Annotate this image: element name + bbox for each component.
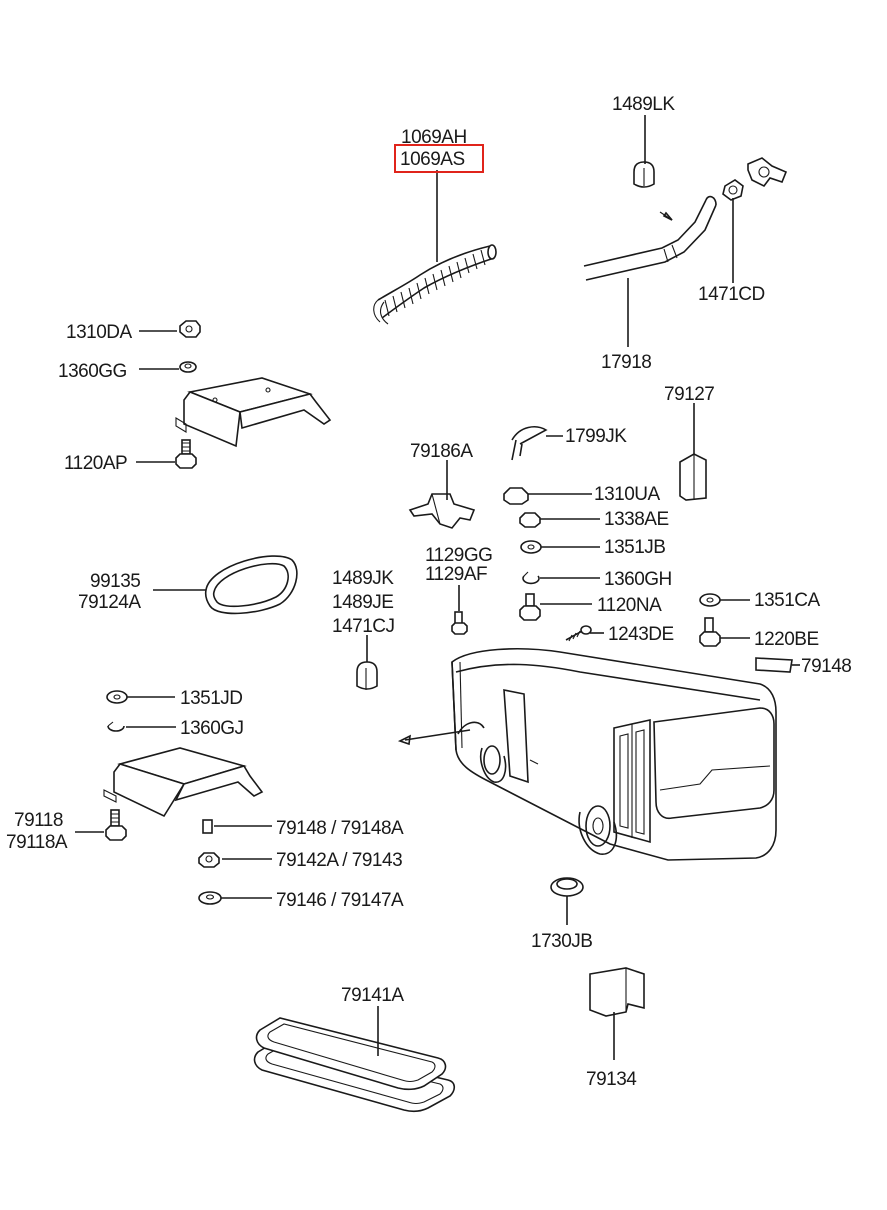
nut-1310DA <box>179 320 201 338</box>
lockwasher-1360GJ <box>107 721 125 732</box>
pipe-part <box>583 195 717 281</box>
label-1489JE: 1489JE <box>332 592 393 613</box>
label-1799JK: 1799JK <box>565 426 627 447</box>
label-79146-79147A: 79146 / 79147A <box>276 890 404 911</box>
label-1310DA: 1310DA <box>66 322 132 343</box>
plate-79148 <box>755 657 793 673</box>
label-1129AF: 1129AF <box>425 564 487 585</box>
screw-1243DE <box>565 625 592 642</box>
highlight-box-1069AS <box>394 144 484 173</box>
label-1310UA: 1310UA <box>594 484 660 505</box>
label-79124A: 79124A <box>78 592 141 613</box>
bolt-79118 <box>105 809 127 841</box>
nut-1310UA <box>503 487 529 505</box>
label-1360GH: 1360GH <box>604 569 672 590</box>
gasket-79141A <box>253 1017 456 1113</box>
washer-79146 <box>198 891 222 905</box>
label-1129GG: 1129GG <box>425 545 492 566</box>
hose-clamp-1489LK <box>633 161 655 188</box>
label-1338AE: 1338AE <box>604 509 669 530</box>
label-17918: 17918 <box>601 352 651 373</box>
bracket-79186A <box>408 493 476 529</box>
washer-1351JD <box>106 690 128 704</box>
bolt-1220BE <box>699 617 721 647</box>
bus-illustration <box>397 648 777 861</box>
label-1489LK: 1489LK <box>612 94 675 115</box>
label-79186A: 79186A <box>410 441 473 462</box>
label-79118: 79118 <box>14 810 63 831</box>
bolt-1129GG <box>451 611 468 635</box>
nut-1338AE <box>519 512 541 528</box>
grommet-1730JB <box>550 877 584 897</box>
label-1360GJ: 1360GJ <box>180 718 244 739</box>
label-79148: 79148 <box>801 656 851 677</box>
label-79148-79148A: 79148 / 79148A <box>276 818 404 839</box>
label-79141A: 79141A <box>341 985 404 1006</box>
mount-bracket-upper <box>175 377 332 448</box>
label-1360GG: 1360GG <box>58 361 127 382</box>
pin-79148 <box>202 819 213 834</box>
label-99135: 99135 <box>90 571 140 592</box>
belt-99135 <box>204 555 298 615</box>
bolt-1120NA <box>519 593 541 621</box>
washer-1360GG <box>179 361 197 373</box>
cover-79127 <box>679 453 707 501</box>
label-1351JD: 1351JD <box>180 688 243 709</box>
label-1120AP: 1120AP <box>64 453 127 474</box>
bolt-1120AP <box>175 439 197 469</box>
clip-1489JK <box>356 661 378 690</box>
washer-1351CA <box>699 593 721 607</box>
label-1120NA: 1120NA <box>597 595 662 616</box>
label-1351CA: 1351CA <box>754 590 820 611</box>
nut-79142A <box>198 852 220 868</box>
label-1351JB: 1351JB <box>604 537 665 558</box>
label-79142A-79143: 79142A / 79143 <box>276 850 402 871</box>
label-1489JK: 1489JK <box>332 568 394 589</box>
mount-bracket-lower <box>103 747 264 818</box>
label-79127: 79127 <box>664 384 714 405</box>
label-1730JB: 1730JB <box>531 931 592 952</box>
washer-1351JB <box>520 540 542 554</box>
clamp-1471CD <box>722 157 788 201</box>
label-1471CD: 1471CD <box>698 284 765 305</box>
label-1220BE: 1220BE <box>754 629 819 650</box>
label-1243DE: 1243DE <box>608 624 674 645</box>
lockwasher-1360GH <box>522 571 540 585</box>
label-1069AH: 1069AH <box>401 127 467 148</box>
label-79118A: 79118A <box>6 832 68 853</box>
label-1471CJ: 1471CJ <box>332 616 395 637</box>
label-79134: 79134 <box>586 1069 637 1090</box>
pin-1799JK <box>511 426 548 461</box>
corrugated-hose-part <box>373 244 497 325</box>
bracket-79134 <box>589 967 645 1017</box>
label-1069AS: 1069AS <box>400 149 465 170</box>
